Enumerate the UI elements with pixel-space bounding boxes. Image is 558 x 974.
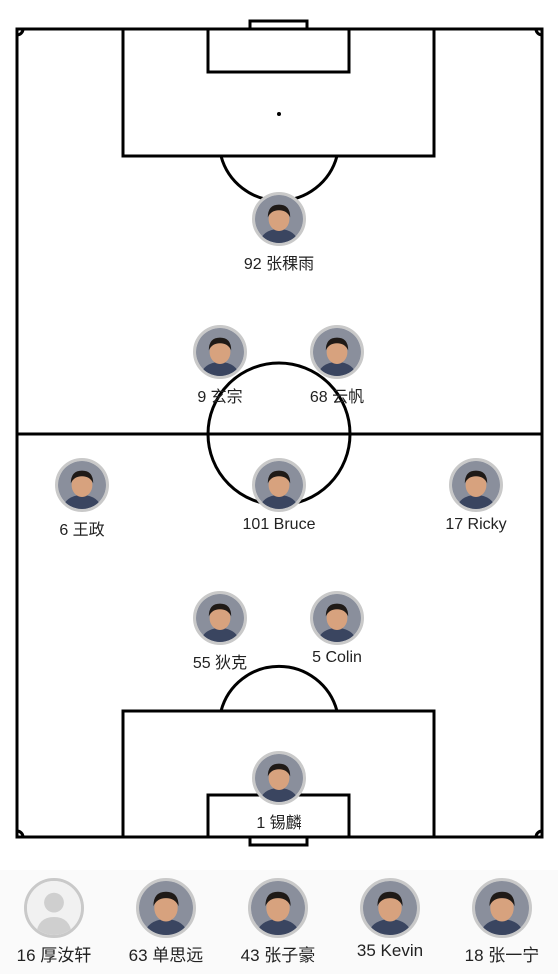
bench-player-43[interactable]: 43 张子豪 [222,878,334,966]
player-photo [193,591,247,645]
player-label: 68 云帆 [309,389,365,406]
corner-arc-br [534,829,543,838]
soccer-pitch [15,19,544,847]
default-avatar-icon [24,878,84,938]
player-photo [252,192,306,246]
player-photo [248,878,308,938]
bench-player-18[interactable]: 18 张一宁 [446,878,558,966]
bottom-penalty-arc [219,664,339,712]
player-photo [360,878,420,938]
corner-arc-tl [16,28,25,37]
player-label: 43 张子豪 [240,946,316,965]
player-photo [252,458,306,512]
player-label: 35 Kevin [356,941,424,960]
player-92[interactable]: 92 张稞雨 [229,192,329,274]
top-penalty-area [121,27,436,158]
bottom-goal [248,835,309,847]
top-goal-area [206,27,351,74]
player-photo [136,878,196,938]
player-photo [310,325,364,379]
player-label: 18 张一宁 [464,946,540,965]
player-label: 101 Bruce [242,516,316,533]
player-label: 92 张稞雨 [243,256,315,273]
substitutes-bench: 16 厚汝轩 63 单思远 43 张子豪 35 Kevin 18 张一宁 [0,870,558,974]
player-label: 1 锡麟 [256,815,302,832]
player-photo [472,878,532,938]
player-photo [449,458,503,512]
player-label: 16 厚汝轩 [16,946,92,965]
player-101[interactable]: 101 Bruce [229,458,329,534]
player-label: 55 狄克 [192,655,248,672]
player-photo [55,458,109,512]
player-photo [193,325,247,379]
player-5[interactable]: 5 Colin [287,591,387,667]
player-label: 63 单思远 [128,946,204,965]
player-1[interactable]: 1 锡麟 [229,751,329,833]
corner-arc-tr [534,28,543,37]
player-55[interactable]: 55 狄克 [170,591,270,673]
player-label: 6 王政 [59,522,105,539]
player-68[interactable]: 68 云帆 [287,325,387,407]
top-goal [248,19,309,31]
player-label: 17 Ricky [445,516,507,533]
player-label: 5 Colin [312,649,362,666]
player-photo [252,751,306,805]
player-photo [310,591,364,645]
player-9[interactable]: 9 玄宗 [170,325,270,407]
bench-player-16[interactable]: 16 厚汝轩 [0,878,110,966]
player-17[interactable]: 17 Ricky [426,458,526,534]
bench-player-35[interactable]: 35 Kevin [334,878,446,961]
corner-arc-bl [16,829,25,838]
top-penalty-spot [277,112,281,116]
player-6[interactable]: 6 王政 [32,458,132,540]
player-label: 9 玄宗 [197,389,243,406]
bench-player-63[interactable]: 63 单思远 [110,878,222,966]
